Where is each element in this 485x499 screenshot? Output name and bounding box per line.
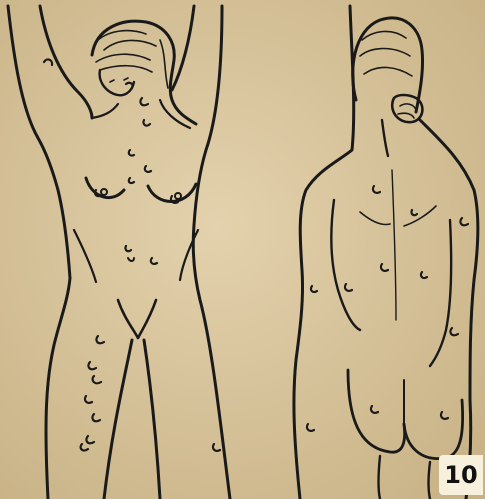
figure-number-label: 10 xyxy=(439,455,483,495)
